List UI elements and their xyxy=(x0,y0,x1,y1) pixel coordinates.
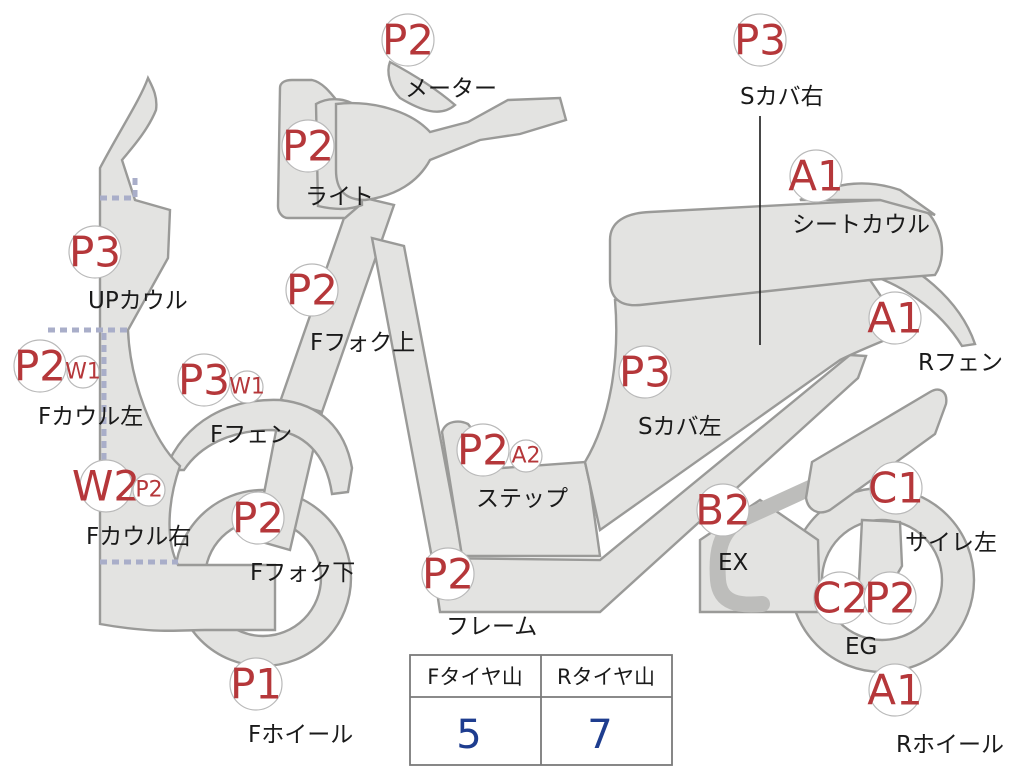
label-ffender: Fフェン xyxy=(210,422,292,448)
handlebar-cover-shape xyxy=(334,96,568,202)
svg-text:C2: C2 xyxy=(812,574,868,623)
svg-text:P2: P2 xyxy=(422,550,474,599)
svg-text:P2: P2 xyxy=(232,494,284,543)
grade-badge-ffender-secondary: W1 xyxy=(229,370,265,404)
cowl-seam-upper xyxy=(100,178,138,201)
label-step: ステップ xyxy=(476,486,568,512)
svg-text:C1: C1 xyxy=(868,464,924,513)
grade-badge-eg-primary: C2 xyxy=(812,571,868,625)
grade-badges: P2 P3 P2 A1 P3 P2 A1 P2 W1 P3 W1 xyxy=(13,13,924,717)
silencer-shape xyxy=(804,388,948,514)
table-value-rear-tire: 7 xyxy=(587,712,612,758)
grade-badge-fwheel: P1 xyxy=(229,657,283,711)
svg-text:P3: P3 xyxy=(619,348,671,397)
label-muffler-left: サイレ左 xyxy=(905,530,997,556)
grade-badge-rfender: A1 xyxy=(867,291,923,345)
seat-shape xyxy=(608,198,944,307)
label-meter: メーター xyxy=(405,76,497,102)
svg-text:P3: P3 xyxy=(178,356,230,405)
label-ffork-lower: Fフォク下 xyxy=(250,560,355,586)
grade-badge-meter: P2 xyxy=(381,13,435,67)
label-scover-left: Sカバ左 xyxy=(638,414,722,440)
table-value-front-tire: 5 xyxy=(456,712,481,758)
table-header-front-tire: Fタイヤ山 xyxy=(427,665,522,689)
part-labels: メーター Sカバ右 ライト シートカウル UPカウル Fフォク上 Rフェン Fカ… xyxy=(38,76,1004,758)
tire-tread-table: Fタイヤ山 Rタイヤ山 5 7 xyxy=(409,654,673,766)
svg-text:A1: A1 xyxy=(788,152,843,201)
grade-badge-step-primary: P2 xyxy=(456,423,510,477)
label-ex: EX xyxy=(718,550,749,576)
label-ffork-upper: Fフォク上 xyxy=(310,330,415,356)
svg-text:A2: A2 xyxy=(511,444,540,469)
svg-text:P3: P3 xyxy=(69,228,121,277)
svg-text:P2: P2 xyxy=(282,122,334,171)
label-rfender: Rフェン xyxy=(918,350,1003,376)
label-scover-right: Sカバ右 xyxy=(740,84,824,110)
grade-badge-eg-secondary: P2 xyxy=(863,571,917,625)
svg-text:P2: P2 xyxy=(457,426,509,475)
label-fcowl-right: Fカウル右 xyxy=(86,524,191,550)
grade-badge-fcowl-left-secondary: W1 xyxy=(65,355,101,389)
label-light: ライト xyxy=(305,184,374,210)
label-rwheel: Rホイール xyxy=(896,732,1004,758)
label-seat-cowl: シートカウル xyxy=(792,212,930,238)
svg-text:W1: W1 xyxy=(65,360,101,385)
grade-badge-ffork-lower: P2 xyxy=(231,491,285,545)
grade-badge-scover-right: P3 xyxy=(733,13,787,67)
label-eg: EG xyxy=(845,634,877,660)
table-header-rear-tire: Rタイヤ山 xyxy=(557,665,655,689)
grade-badge-fcowl-right-secondary: P2 xyxy=(132,473,166,507)
grade-badge-seat-cowl: A1 xyxy=(788,149,844,203)
grade-badge-up-cowl: P3 xyxy=(68,225,122,279)
svg-text:P2: P2 xyxy=(14,342,66,391)
grade-badge-scover-left: P3 xyxy=(618,345,672,399)
svg-text:P1: P1 xyxy=(230,660,282,709)
grade-badge-muffler-left: C1 xyxy=(868,461,924,515)
svg-text:P2: P2 xyxy=(135,478,162,503)
front-fender-shape xyxy=(163,398,354,496)
svg-text:W1: W1 xyxy=(229,375,265,400)
grade-badge-fcowl-left-primary: P2 xyxy=(13,339,67,393)
meter-visor-shape xyxy=(387,60,457,113)
grade-badge-ffender-primary: P3 xyxy=(177,353,231,407)
grade-badge-frame: P2 xyxy=(421,547,475,601)
label-frame: フレーム xyxy=(446,614,537,640)
frame-rail-shape xyxy=(430,353,868,614)
svg-text:A1: A1 xyxy=(867,666,922,715)
grade-badge-ffork-upper: P2 xyxy=(285,263,339,317)
side-cover-shape xyxy=(583,278,907,533)
label-fcowl-left: Fカウル左 xyxy=(38,404,143,430)
grade-badge-step-secondary: A2 xyxy=(509,439,543,473)
svg-text:P2: P2 xyxy=(864,574,916,623)
svg-text:P2: P2 xyxy=(382,16,434,65)
grade-badge-fcowl-right-primary: W2 xyxy=(72,459,140,513)
svg-text:P3: P3 xyxy=(734,16,786,65)
grade-badge-light: P2 xyxy=(281,119,335,173)
svg-text:B2: B2 xyxy=(695,486,751,535)
grade-badge-rwheel: A1 xyxy=(867,663,923,717)
svg-text:W2: W2 xyxy=(72,462,140,511)
svg-text:P2: P2 xyxy=(286,266,338,315)
label-fwheel: Fホイール xyxy=(248,722,353,748)
svg-text:A1: A1 xyxy=(867,294,922,343)
label-up-cowl: UPカウル xyxy=(88,288,188,314)
grade-badge-ex: B2 xyxy=(695,483,751,537)
frame-downtube-shape xyxy=(370,236,464,560)
